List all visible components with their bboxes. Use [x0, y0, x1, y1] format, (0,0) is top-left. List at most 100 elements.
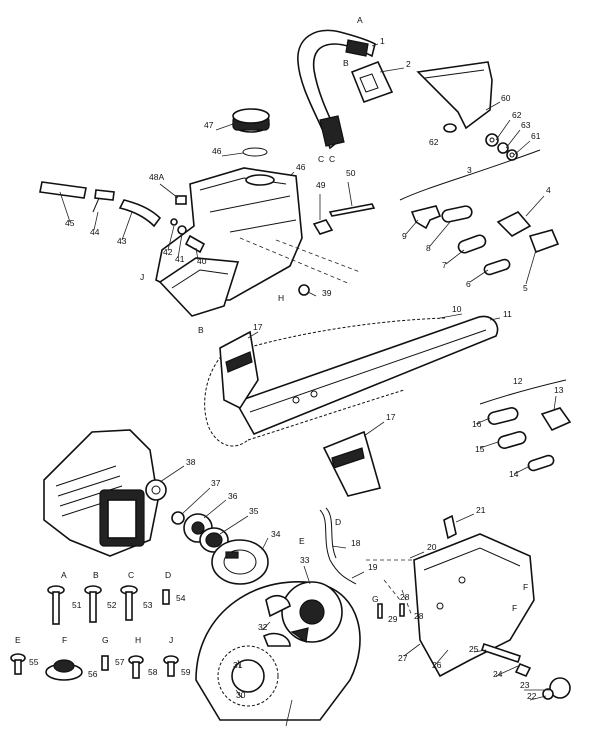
fastener-row-bottom: [10, 653, 179, 681]
callout-label: 14: [509, 469, 519, 479]
callout-label: 53: [143, 600, 153, 610]
callout-label: 15: [475, 444, 485, 454]
callout-label: 44: [90, 227, 100, 237]
callout-label: 55: [29, 657, 39, 667]
callout-label: 20: [427, 542, 437, 552]
callout-label: C: [128, 570, 134, 580]
callout-label: 32: [258, 622, 268, 632]
callout-label: 24: [493, 669, 503, 679]
callout-label: 6: [466, 279, 471, 289]
callout-label: 4: [546, 185, 551, 195]
callout-label: 22: [527, 691, 537, 701]
callout-label: H: [135, 635, 141, 645]
callout-label: F: [512, 603, 517, 613]
side-cover: [413, 533, 535, 678]
callout-label: 49: [316, 180, 326, 190]
sprocket-cover: [195, 581, 361, 721]
callout-label: 9: [402, 231, 407, 241]
oil-hose-and-fittings: [39, 181, 206, 254]
callout-label: 12: [513, 376, 523, 386]
callout-label: 16: [472, 419, 482, 429]
callout-label: 28: [414, 611, 424, 621]
callout-label: 27: [398, 653, 408, 663]
callout-label: 46: [212, 146, 222, 156]
callout-label: 25: [469, 644, 479, 654]
bar-plate-upper: [219, 330, 259, 410]
callout-label: 11: [503, 309, 512, 319]
callout-label: D: [165, 570, 171, 580]
callout-label: B: [198, 325, 204, 335]
callout-label: 52: [107, 600, 117, 610]
callout-label: 46: [296, 162, 306, 172]
callout-label: F: [523, 582, 528, 592]
callout-label: 59: [181, 667, 191, 677]
callout-label: 10: [452, 304, 462, 314]
callout-label: G: [102, 635, 109, 645]
callout-label: B: [93, 570, 99, 580]
callout-label: 42: [163, 247, 173, 257]
callout-label: A: [61, 570, 67, 580]
callout-label: E: [15, 635, 21, 645]
callout-label: 62: [429, 137, 439, 147]
callout-label: 17: [386, 412, 396, 422]
callout-label: 17: [253, 322, 263, 332]
callout-label: 58: [148, 667, 158, 677]
oil-line: [319, 507, 457, 585]
callout-label: 40: [197, 256, 207, 266]
callout-label: C: [318, 154, 324, 164]
callout-label: 23: [520, 680, 530, 690]
callout-label: G: [372, 594, 379, 604]
oil-tank-housing: [155, 167, 303, 317]
callout-label: 38: [186, 457, 196, 467]
handle-bracket: [350, 60, 394, 104]
callout-label: 45: [65, 218, 75, 228]
callout-label: J: [169, 635, 173, 645]
guard-washers: [443, 123, 518, 161]
callout-label: 36: [228, 491, 238, 501]
bar-plate-lower: [322, 430, 381, 497]
callout-label: 61: [531, 131, 541, 141]
callout-label: 34: [271, 529, 281, 539]
callout-label: 60: [501, 93, 511, 103]
hand-guard: [416, 61, 493, 130]
callout-label: 37: [211, 478, 221, 488]
callout-label: 8: [426, 243, 431, 253]
callout-label: 41: [175, 254, 185, 264]
callout-label: 19: [368, 562, 378, 572]
callout-label: 33: [300, 555, 310, 565]
callout-label: 30: [236, 690, 246, 700]
callout-label: 35: [249, 506, 259, 516]
guide-bar: [234, 315, 499, 436]
callout-label: 5: [523, 283, 528, 293]
callout-label: 50: [346, 168, 356, 178]
callout-label: 13: [554, 385, 564, 395]
callout-label: 7: [442, 260, 447, 270]
callout-label: 57: [115, 657, 125, 667]
callout-label: H: [278, 293, 284, 303]
callout-label: 2: [406, 59, 411, 69]
callout-label: 1: [380, 36, 385, 46]
callout-label: 51: [72, 600, 82, 610]
callout-label: E: [299, 536, 305, 546]
callout-label: 54: [176, 593, 186, 603]
callout-label: 47: [204, 120, 214, 130]
callout-label: D: [335, 517, 341, 527]
callout-label: C: [329, 154, 335, 164]
callout-label: 21: [476, 505, 486, 515]
callout-label: 26: [432, 660, 442, 670]
callout-label: B: [343, 58, 349, 68]
callout-label: A: [357, 15, 363, 25]
oil-pump-parts: [298, 203, 376, 296]
fastener-row-top: [47, 585, 170, 625]
callout-label: 29: [388, 614, 398, 624]
callout-label: 48A: [149, 172, 164, 182]
callout-label: F: [62, 635, 67, 645]
callout-label: 31: [233, 660, 243, 670]
oil-cap: [232, 108, 270, 157]
chain-links-group-a: [399, 149, 560, 276]
callout-label: 56: [88, 669, 98, 679]
callout-label: 43: [117, 236, 127, 246]
